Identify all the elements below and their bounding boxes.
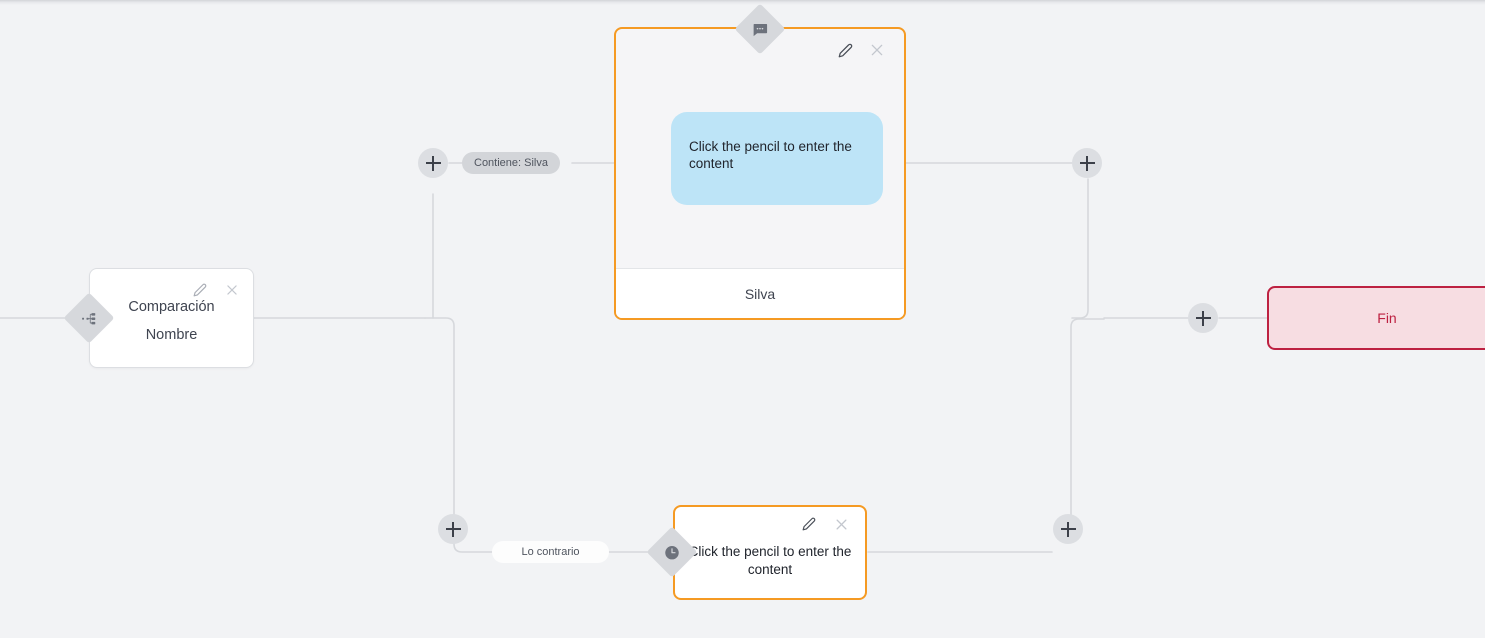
add-branch-true-left-button[interactable] <box>418 148 448 178</box>
node-message-card[interactable]: Click the pencil to enter the content Si… <box>614 27 906 320</box>
edge-label-contiene-silva-text: Contiene: Silva <box>474 157 548 169</box>
add-branch-true-right-button[interactable] <box>1072 148 1102 178</box>
comparison-subtitle: Nombre <box>145 327 198 343</box>
end-node-label: Fin <box>1377 310 1397 326</box>
branch-icon <box>82 311 97 326</box>
close-icon[interactable] <box>832 515 850 533</box>
edge-label-lo-contrario[interactable]: Lo contrario <box>492 541 609 563</box>
message-card-actions <box>836 41 886 59</box>
close-icon[interactable] <box>223 281 241 299</box>
comparison-node-actions <box>191 281 241 299</box>
node-comparison[interactable]: Comparación Nombre <box>89 268 254 368</box>
edge-label-lo-contrario-text: Lo contrario <box>521 546 580 558</box>
clock-icon-handle[interactable] <box>646 526 698 578</box>
edge-false-right-merge <box>1067 318 1105 537</box>
pencil-icon[interactable] <box>836 41 854 59</box>
chat-bubble-icon-handle[interactable] <box>734 3 786 55</box>
node-small-card[interactable]: Click the pencil to enter the content <box>673 505 867 600</box>
edge-plus-down-to-label-false <box>453 543 493 553</box>
small-card-text: Click the pencil to enter the content <box>688 543 852 577</box>
add-before-end-button[interactable] <box>1188 303 1218 333</box>
message-card-footer: Silva <box>616 268 904 318</box>
edge-true-right-merge <box>1071 178 1089 319</box>
pencil-icon[interactable] <box>800 515 818 533</box>
edge-label-contiene-silva[interactable]: Contiene: Silva <box>462 152 560 174</box>
clock-icon <box>664 544 681 561</box>
add-branch-false-right-button[interactable] <box>1053 514 1083 544</box>
message-card-footer-label: Silva <box>744 285 776 302</box>
small-card-actions <box>800 515 850 533</box>
node-end[interactable]: Fin <box>1267 286 1485 350</box>
edge-trunk-down-false <box>424 317 455 515</box>
close-icon[interactable] <box>868 41 886 59</box>
message-bubble-text: Click the pencil to enter the content <box>689 139 852 172</box>
pencil-icon[interactable] <box>191 281 209 299</box>
add-branch-false-left-button[interactable] <box>438 514 468 544</box>
chat-bubble-icon <box>752 21 769 38</box>
branch-icon-handle[interactable] <box>63 292 115 344</box>
message-bubble[interactable]: Click the pencil to enter the content <box>671 112 883 205</box>
comparison-title: Comparación <box>128 298 215 315</box>
